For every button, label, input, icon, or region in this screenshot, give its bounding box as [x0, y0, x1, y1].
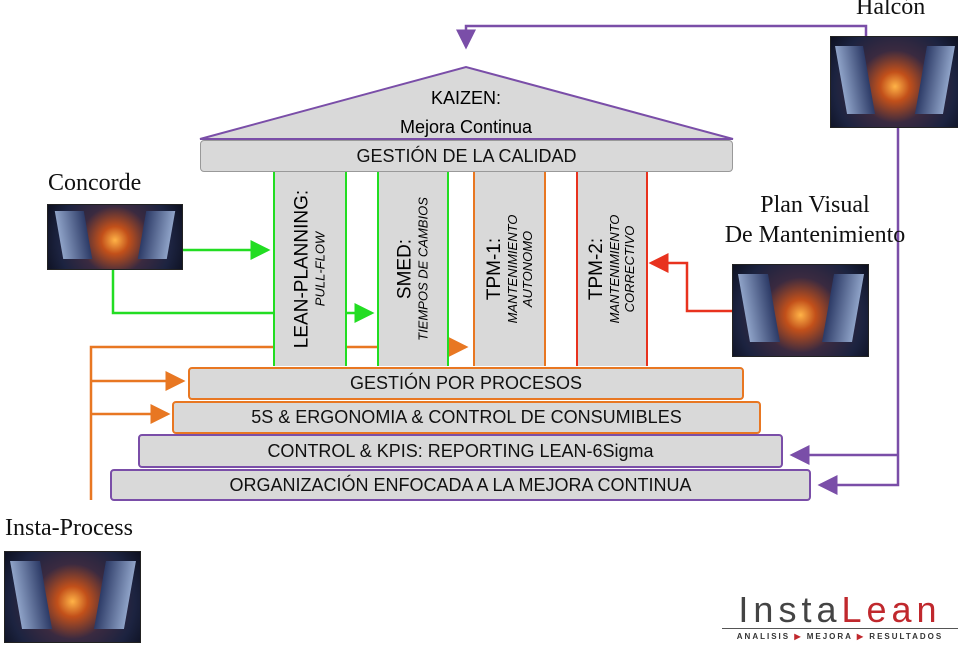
halcon-handshake-image: [830, 36, 958, 128]
label-concorde: Concorde: [48, 170, 142, 196]
pillar-lean-planning: LEAN-PLANNING:PULL-FLOW: [273, 172, 347, 366]
quality-bar: GESTIÓN DE LA CALIDAD: [200, 140, 733, 172]
roof-subtitle: Mejora Continua: [399, 117, 533, 137]
roof-title: KAIZEN:: [430, 88, 501, 108]
bar-control-kpis: CONTROL & KPIS: REPORTING LEAN-6Sigma: [138, 434, 783, 468]
label-halcon: Halcón: [856, 0, 926, 20]
halcon-arrow-roof: [456, 24, 868, 50]
planvisual-arrow-tpm2: [648, 253, 732, 313]
plan-visual-handshake-image: [732, 264, 869, 357]
insta-process-handshake-image: [4, 551, 141, 643]
halcon-arrow-org: [817, 126, 900, 495]
label-insta-process: Insta-Process: [5, 515, 133, 541]
instalean-logo: InstaLean ANALISIS ▶ MEJORA ▶ RESULTADOS: [722, 592, 958, 641]
pillar-smed: SMED:TIEMPOS DE CAMBIOS: [377, 172, 449, 366]
pillar-tpm1: TPM-1:MANTENIMIENTO AUTONOMO: [473, 172, 546, 366]
roof: [199, 65, 734, 140]
roof-text: KAIZEN: Mejora Continua: [330, 84, 602, 142]
bar-5s: 5S & ERGONOMIA & CONTROL DE CONSUMIBLES: [172, 401, 761, 434]
pillar-tpm2: TPM-2:MANTENIMIENTO CORRECTIVO: [576, 172, 648, 366]
bar-gestion-procesos: GESTIÓN POR PROCESOS: [188, 367, 744, 400]
concorde-handshake-image: [47, 204, 183, 270]
bar-organizacion: ORGANIZACIÓN ENFOCADA A LA MEJORA CONTIN…: [110, 469, 811, 501]
